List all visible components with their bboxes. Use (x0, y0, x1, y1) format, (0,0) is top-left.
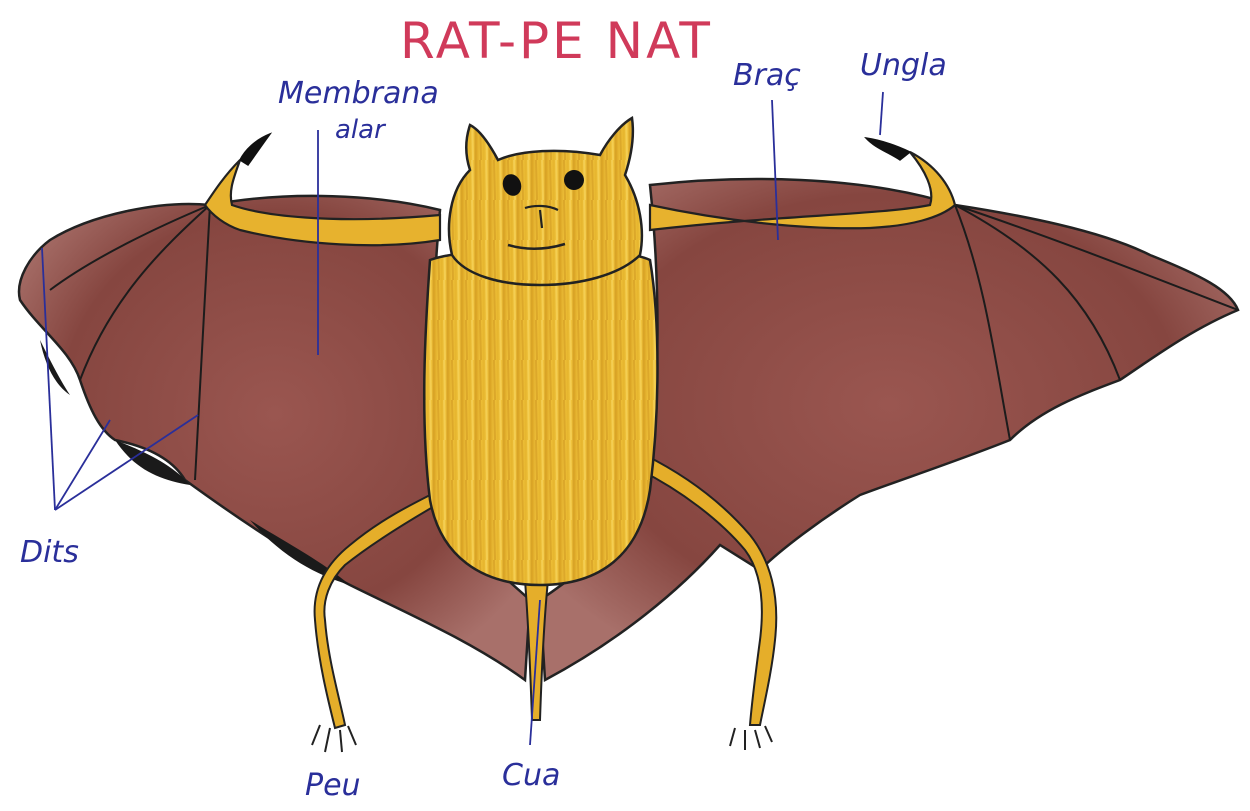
left-foot (312, 725, 356, 752)
diagram-title: RAT-PE NAT (400, 12, 713, 70)
label-membrana-line2: alar (335, 115, 387, 145)
left-claw (240, 134, 270, 165)
bat-head (449, 118, 642, 285)
label-peu: Peu (305, 768, 361, 803)
label-membrana-line1: Membrana (278, 76, 439, 111)
label-ungla: Ungla (860, 48, 947, 83)
bat-body (424, 249, 657, 585)
label-dits: Dits (20, 535, 79, 570)
label-braç: Braç (733, 58, 801, 93)
right-foot (730, 726, 772, 750)
label-cua: Cua (502, 758, 560, 793)
right-claw (866, 138, 910, 160)
